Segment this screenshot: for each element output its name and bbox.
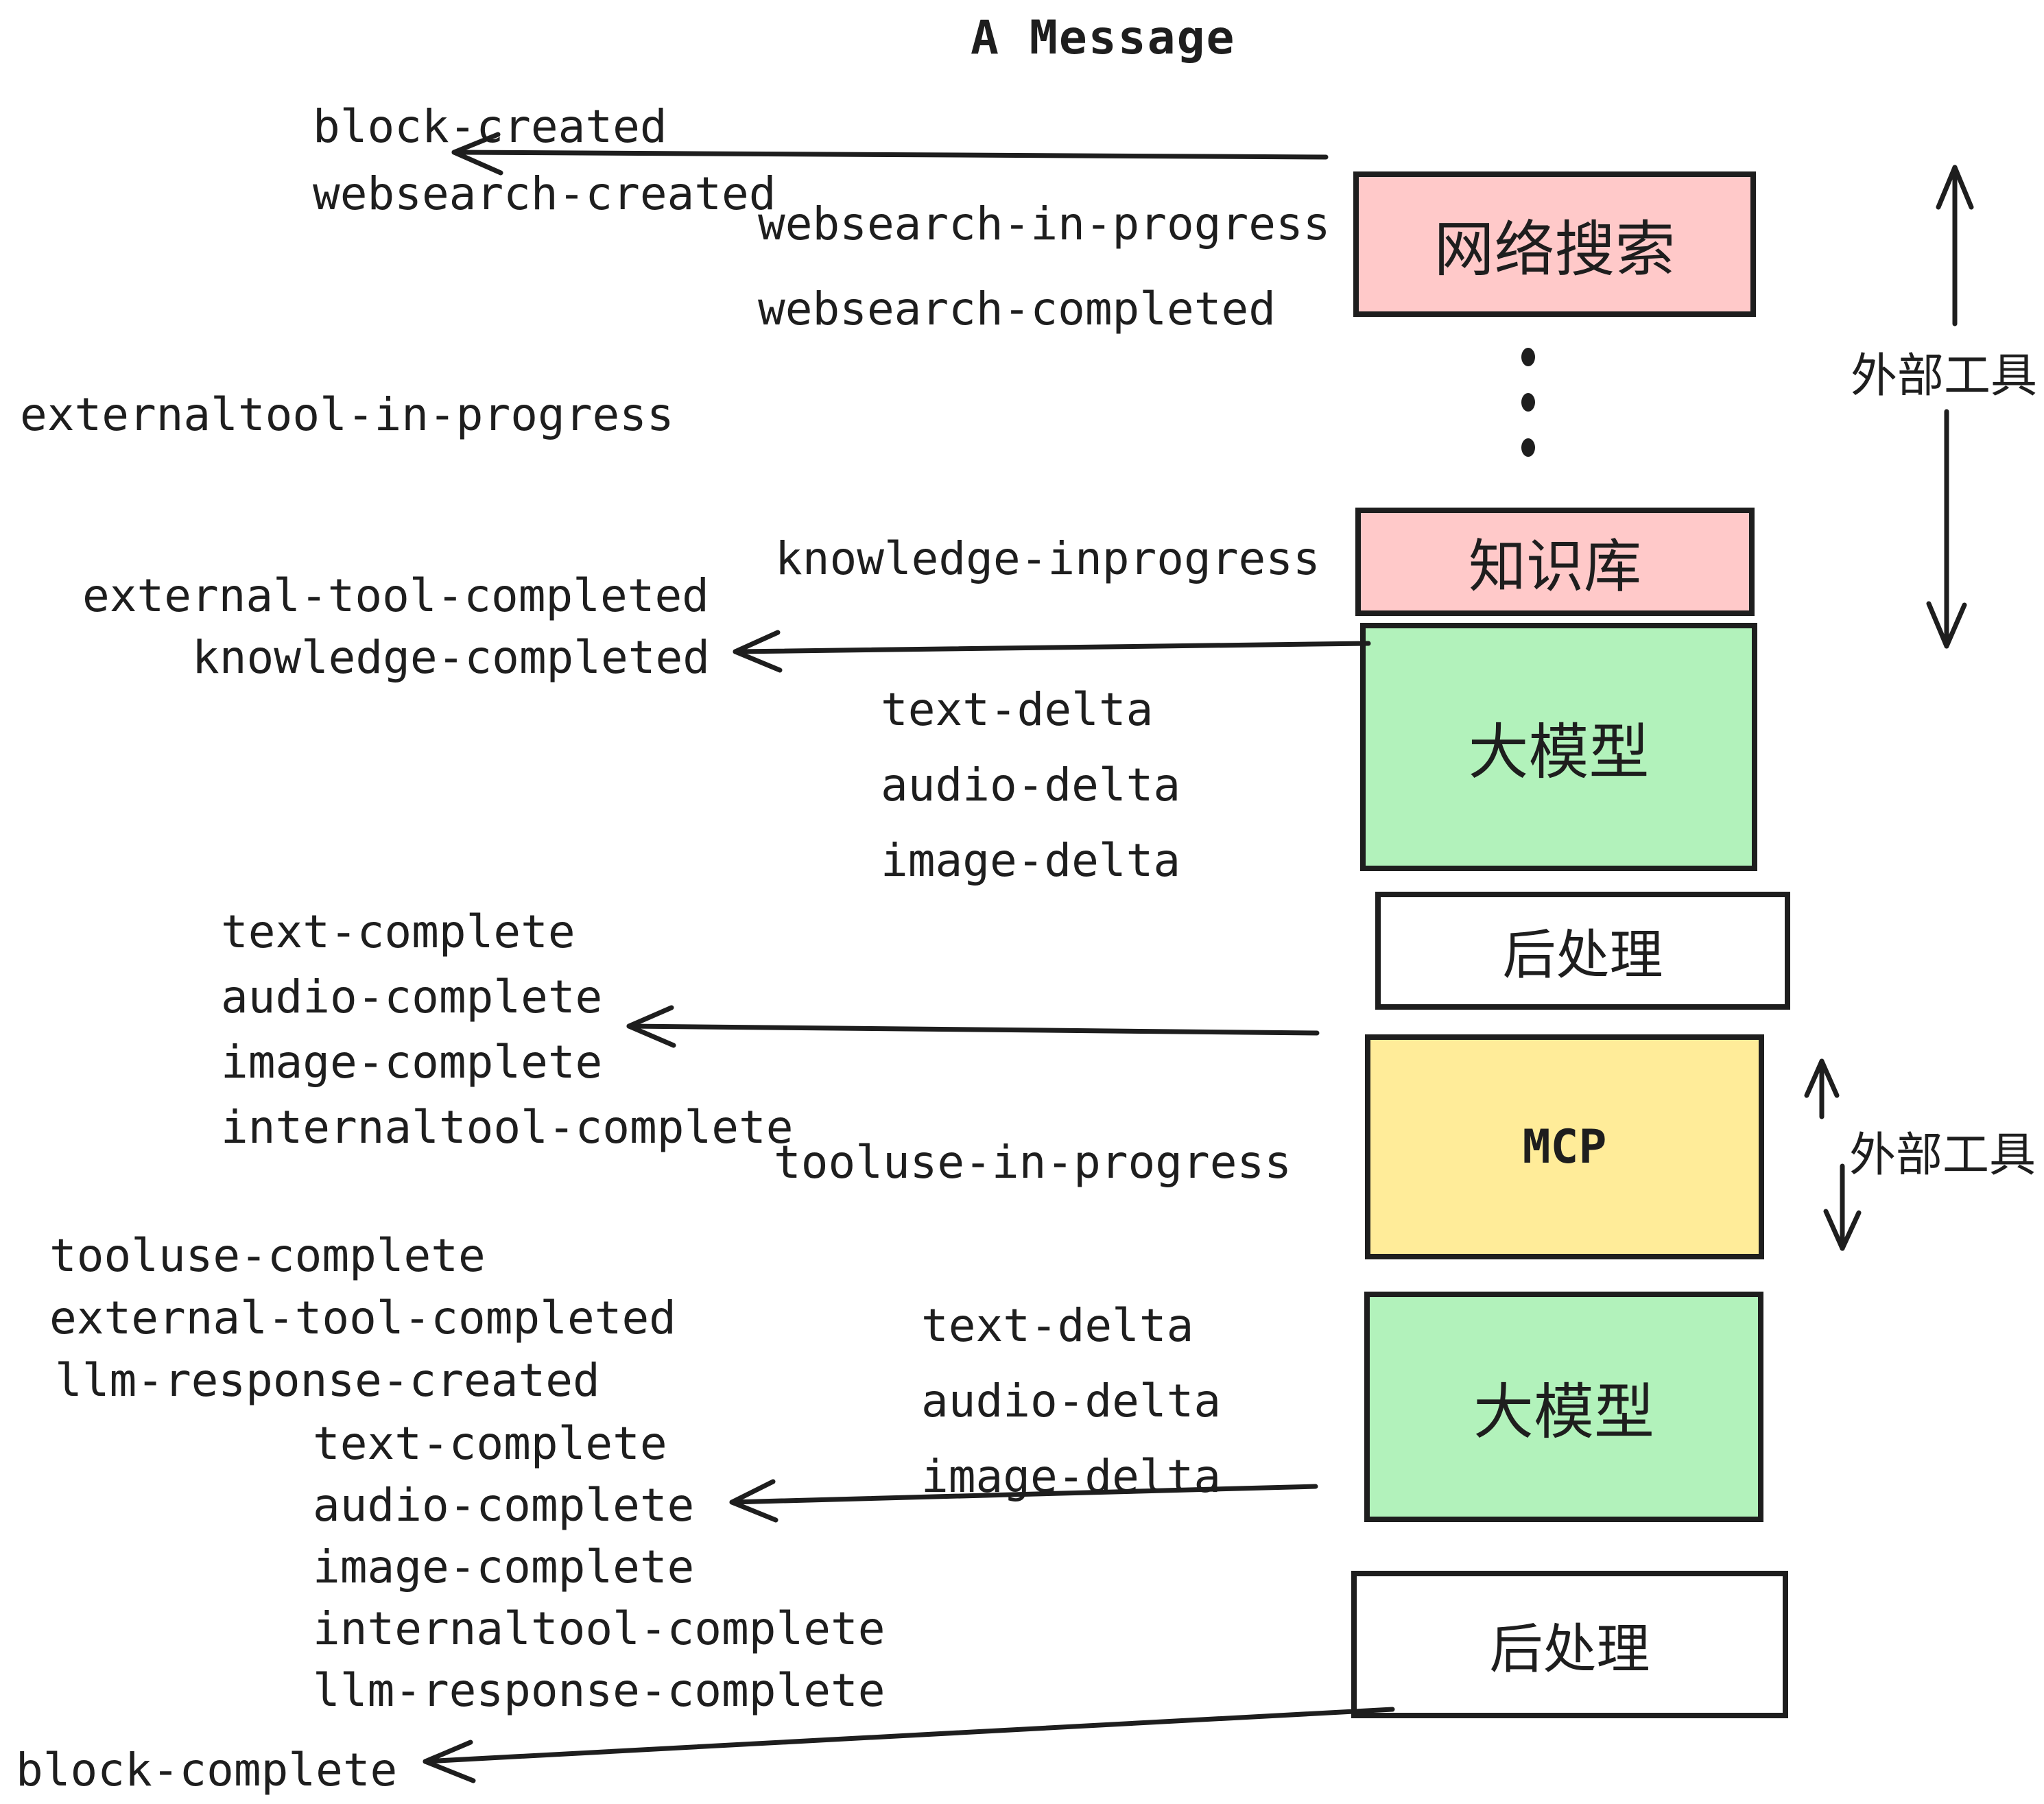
event-image-delta-2: image-delta: [921, 1450, 1222, 1503]
postprocess-box-2-label: 后处理: [1489, 1618, 1650, 1681]
event-text-delta-2: text-delta: [921, 1299, 1194, 1352]
external-tools-mcp-down-arrow-head: [1823, 1209, 1862, 1251]
external-tools-label-mcp: 外部工具: [1849, 1128, 2036, 1183]
event-text-complete-2: text-complete: [313, 1417, 667, 1470]
event-image-delta-1: image-delta: [881, 834, 1181, 887]
knowledge-box-label: 知识库: [1468, 532, 1641, 600]
event-external-tool-completed: external-tool-completed: [82, 569, 709, 622]
event-external-tool-completed-2: external-tool-completed: [49, 1292, 676, 1344]
event-websearch-in-progress: websearch-in-progress: [758, 198, 1331, 250]
arrow-to-image-complete-head: [626, 1005, 676, 1048]
event-audio-delta-1: audio-delta: [881, 759, 1181, 811]
event-llm-response-created: llm-response-created: [55, 1354, 600, 1407]
event-internaltool-complete-1: internaltool-complete: [221, 1101, 794, 1154]
event-knowledge-completed: knowledge-completed: [192, 631, 710, 684]
event-websearch-completed: websearch-completed: [758, 283, 1276, 335]
event-tooluse-in-progress: tooluse-in-progress: [774, 1136, 1292, 1189]
llm-box-2: 大模型: [1364, 1292, 1763, 1522]
ellipsis-dot: [1521, 393, 1535, 412]
postprocess-box-2: 后处理: [1351, 1571, 1788, 1718]
external-tools-top-down-arrow-head: [1926, 601, 1967, 649]
event-externaltool-in-progress: externaltool-in-progress: [20, 388, 674, 441]
external-tools-label-top: 外部工具: [1851, 349, 2038, 403]
arrow-to-knowledge-completed-line: [733, 641, 1371, 654]
ellipsis-dot: [1521, 348, 1535, 366]
event-block-created: block-created: [313, 100, 667, 153]
arrow-to-block-complete-line: [423, 1707, 1395, 1764]
arrow-to-block-complete-head: [423, 1740, 476, 1783]
external-tools-mcp-up-arrow-head: [1804, 1058, 1840, 1098]
event-audio-delta-2: audio-delta: [921, 1375, 1222, 1427]
event-text-complete-1: text-complete: [221, 905, 575, 958]
knowledge-box: 知识库: [1355, 508, 1755, 616]
event-block-complete: block-complete: [16, 1744, 398, 1796]
llm-box-2-label: 大模型: [1473, 1376, 1654, 1447]
arrow-to-audio-complete-head: [729, 1479, 779, 1523]
event-knowledge-inprogress: knowledge-inprogress: [775, 532, 1320, 585]
event-tooluse-complete: tooluse-complete: [49, 1229, 486, 1282]
event-image-complete-1: image-complete: [221, 1036, 603, 1089]
event-text-delta-1: text-delta: [881, 683, 1154, 736]
event-image-complete-2: image-complete: [313, 1541, 695, 1593]
llm-box-1: 大模型: [1360, 623, 1757, 871]
websearch-box: 网络搜索: [1353, 171, 1756, 317]
mcp-box: MCP: [1365, 1034, 1764, 1259]
event-audio-complete-1: audio-complete: [221, 971, 603, 1023]
postprocess-box-1-label: 后处理: [1502, 925, 1663, 986]
websearch-box-label: 网络搜索: [1434, 213, 1676, 285]
event-websearch-created: websearch-created: [313, 167, 776, 220]
event-audio-complete-2: audio-complete: [313, 1479, 695, 1532]
external-tools-top-up-arrow-head: [1936, 165, 1974, 210]
arrow-to-image-complete-line: [626, 1023, 1320, 1036]
llm-box-1-label: 大模型: [1468, 716, 1650, 787]
arrow-to-knowledge-completed-head: [733, 630, 783, 673]
event-internaltool-complete-2: internaltool-complete: [313, 1602, 886, 1655]
page-title: A Message: [971, 11, 1236, 65]
ellipsis-dot: [1521, 438, 1535, 457]
mcp-box-label: MCP: [1522, 1119, 1607, 1174]
arrow-to-websearch-created-line: [451, 150, 1329, 160]
postprocess-box-1: 后处理: [1375, 892, 1790, 1010]
event-llm-response-complete: llm-response-complete: [313, 1664, 886, 1717]
